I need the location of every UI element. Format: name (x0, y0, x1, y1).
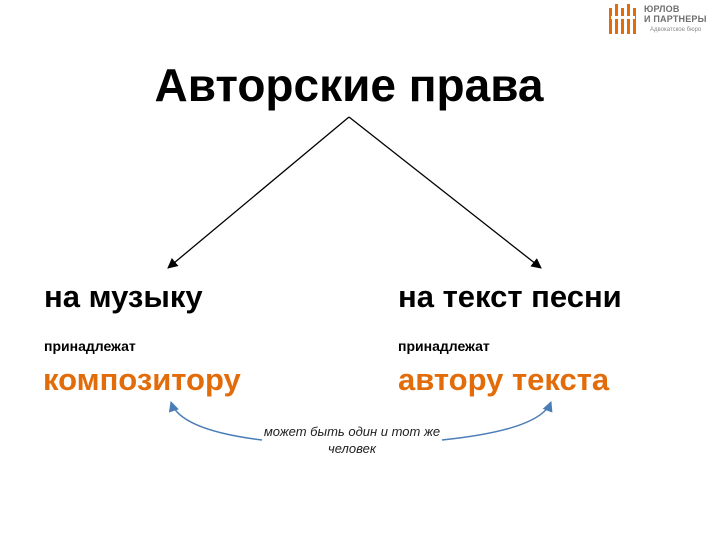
connector-right-curve (441, 401, 553, 441)
shared-person-note: может быть один и тот же человек (263, 424, 441, 456)
slide-title: Авторские права (154, 59, 544, 111)
arrow-to-lyrics (348, 116, 542, 269)
logo-text-line1: ЮРЛОВ (644, 4, 680, 14)
left-owner: композитору (43, 362, 241, 397)
left-subtext: принадлежат (44, 338, 136, 354)
arrow-to-music (167, 116, 350, 269)
left-heading: на музыку (44, 279, 203, 314)
right-subtext: принадлежат (398, 338, 490, 354)
logo-text-line3: Адвокатское бюро (650, 27, 702, 33)
right-owner: автору текста (398, 362, 610, 397)
company-logo: ЮРЛОВ И ПАРТНЕРЫ Адвокатское бюро (606, 2, 718, 36)
logo-mark-icon (609, 4, 636, 34)
connector-left-curve (168, 401, 263, 441)
logo-text-line2: И ПАРТНЕРЫ (644, 14, 707, 24)
right-heading: на текст песни (398, 279, 622, 314)
